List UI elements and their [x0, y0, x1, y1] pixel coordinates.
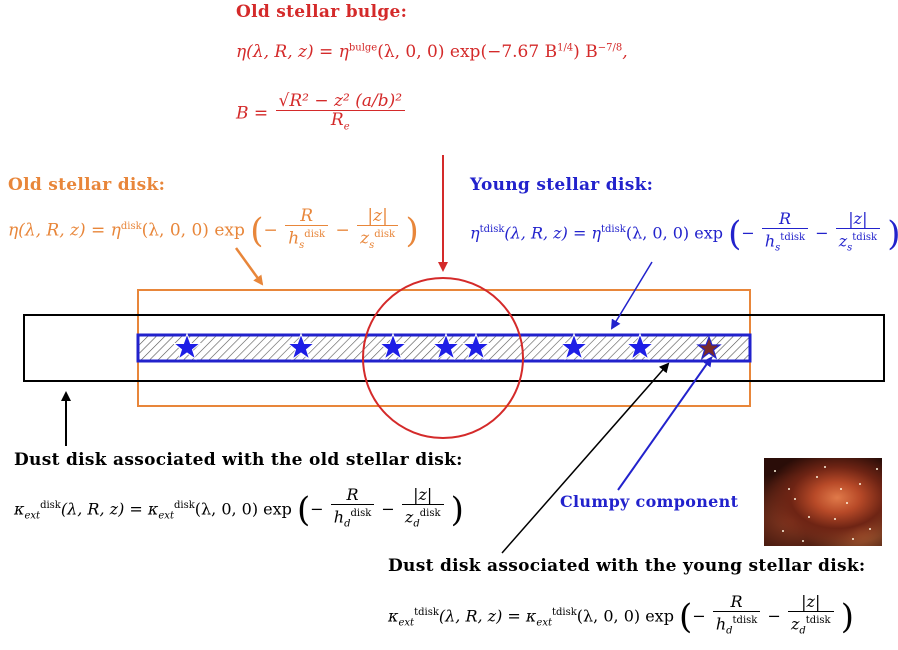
bulge-eq-equals: =: [319, 42, 334, 62]
young-dust-frac1-num: R: [712, 593, 761, 612]
bulge-eq-rest2: ) B: [573, 42, 598, 62]
old-disk-eq-sup: disk: [120, 220, 142, 232]
clumpy-label: Clumpy component: [560, 492, 739, 511]
young-disk-equation: ηtdisk(λ, R, z) = ηtdisk(λ, 0, 0) exp (−…: [470, 210, 898, 258]
young-disk-eq-sup: tdisk: [601, 223, 626, 235]
old-dust-title: Dust disk associated with the old stella…: [14, 450, 463, 470]
old-disk-title: Old stellar disk:: [8, 175, 166, 195]
nebula-image: [764, 458, 882, 546]
star-5: [461, 332, 491, 361]
young-disk-eq-lhs: (λ, R, z) = η: [504, 223, 602, 243]
bulge-b-denominator: R: [330, 110, 344, 130]
old-disk-eq-lhs: η(λ, R, z) = η: [8, 220, 121, 241]
star-4: [431, 332, 461, 361]
young-disk-frac1-num: R: [761, 210, 809, 229]
old-dust-eq-rest: (λ, 0, 0) exp: [194, 499, 292, 519]
young-disk-title: Young stellar disk:: [470, 175, 654, 195]
old-dust-disk-box: [23, 314, 885, 382]
bulge-eq-end: ,: [622, 42, 628, 62]
bulge-title: Old stellar bulge:: [236, 2, 408, 22]
bulge-eq-eta: η: [338, 42, 349, 62]
old-dust-frac2-num: |z|: [401, 486, 444, 505]
young-dust-title: Dust disk associated with the young stel…: [388, 556, 866, 576]
star-2: [286, 332, 316, 361]
old-dust-eq-sup: disk: [173, 499, 195, 511]
young-disk-arrow: [610, 261, 653, 330]
star-7: [625, 332, 655, 361]
young-dust-eq-lhs: (λ, R, z) = κ: [438, 606, 537, 626]
young-dust-frac2-num: |z|: [787, 593, 834, 612]
old-disk-arrow: [234, 247, 264, 286]
young-dust-equation: κexttdisk(λ, R, z) = κexttdisk(λ, 0, 0) …: [388, 592, 854, 637]
bulge-b-lhs: B =: [236, 103, 269, 124]
bulge-eq-lhs: η(λ, R, z): [236, 42, 314, 62]
bulge-eq-rest: (λ, 0, 0) exp(−7.67 B: [377, 42, 558, 62]
star-6: [559, 332, 589, 361]
young-disk-frac2-num: |z|: [835, 210, 881, 229]
bulge-eq-sup2: 1/4: [557, 42, 574, 54]
bulge-equation: η(λ, R, z) = ηbulge(λ, 0, 0) exp(−7.67 B…: [236, 42, 628, 62]
young-dust-eq-rest: (λ, 0, 0) exp: [576, 606, 674, 626]
star-3: [378, 332, 408, 361]
clumpy-star: [696, 335, 722, 360]
star-1: [172, 332, 202, 361]
old-dust-equation: κextdisk(λ, R, z) = κextdisk(λ, 0, 0) ex…: [14, 485, 464, 530]
bulge-b-numerator: √R² − z² (a/b)²: [275, 92, 406, 111]
star-group: [172, 332, 655, 361]
bulge-eq-sup3: −7/8: [597, 42, 623, 54]
young-disk-eq-rest: (λ, 0, 0) exp: [625, 223, 723, 243]
clumpy-arrow: [617, 356, 713, 491]
old-dust-eq-lhs: (λ, R, z) = κ: [60, 499, 159, 519]
bulge-b-definition: B = √R² − z² (a/b)² Re: [236, 92, 407, 136]
old-disk-frac2-num: |z|: [357, 207, 399, 226]
young-dust-arrow: [501, 362, 670, 554]
old-dust-frac1-num: R: [330, 486, 375, 505]
bulge-circle: [362, 277, 524, 439]
bulge-b-den-sub: e: [343, 121, 350, 133]
old-disk-eq-rest: (λ, 0, 0) exp: [141, 220, 245, 241]
young-dust-eq-sup: tdisk: [551, 606, 577, 618]
old-disk-frac1-num: R: [285, 207, 329, 226]
bulge-eq-sup: bulge: [348, 42, 378, 54]
